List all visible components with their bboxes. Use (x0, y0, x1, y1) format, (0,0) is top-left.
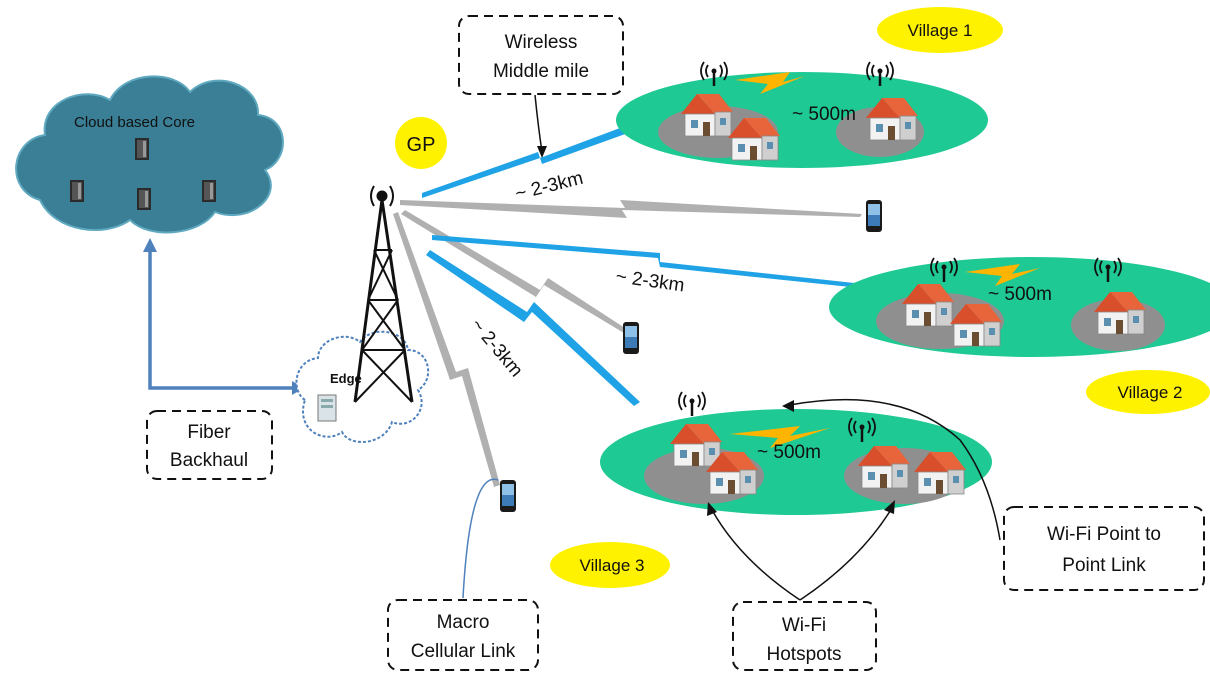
callout-macro-cellular-link: Macro Cellular Link (387, 599, 539, 671)
edge-label: Edge (330, 371, 362, 386)
fiber-backhaul-link (143, 238, 304, 395)
antenna-icon (677, 390, 707, 418)
gp-label: GP (407, 134, 436, 156)
phone-icon (866, 200, 882, 232)
village-distance: ~ 500m (757, 442, 821, 463)
callout-line: Wi-Fi (782, 615, 826, 636)
village-1: ~ 500m Village 1 (616, 7, 1003, 168)
callout-line: Wireless (505, 32, 578, 53)
village-label: Village 2 (1118, 383, 1183, 402)
village-3: ~ 500m Village 3 (550, 390, 992, 588)
callout-line: Hotspots (767, 644, 842, 665)
blue-link-village2 (432, 235, 900, 292)
village-label: Village 1 (908, 21, 973, 40)
callout-line: Wi-Fi Point to (1047, 524, 1161, 545)
server-icon (202, 180, 216, 202)
callout-fiber-backhaul: Fiber Backhaul (146, 410, 273, 480)
gray-link-phone3 (393, 212, 500, 487)
callout-wifi-p2p-link: Wi-Fi Point to Point Link (1003, 506, 1205, 591)
server-icon (137, 188, 151, 210)
cell-tower (353, 185, 414, 403)
callout-line: Middle mile (493, 61, 589, 82)
distance-label: ~ 2-3km (466, 315, 527, 381)
callout-wifi-hotspots: Wi-Fi Hotspots (732, 601, 877, 671)
callout-line: Macro (437, 612, 490, 633)
pointer-arrows (462, 94, 1001, 601)
cloud-core: Cloud based Core (15, 75, 284, 234)
distance-label: ~ 2-3km (614, 266, 685, 296)
callout-line: Backhaul (170, 450, 248, 471)
village-distance: ~ 500m (792, 104, 856, 125)
blue-link-village3 (426, 250, 640, 406)
distance-label: ~ 2-3km (513, 168, 585, 205)
callout-line: Point Link (1062, 555, 1146, 576)
server-icon (317, 394, 337, 422)
callout-line: Cellular Link (411, 641, 516, 662)
callout-wireless-middle-mile: Wireless Middle mile (458, 15, 624, 95)
village-2: ~ 500m Village 2 (829, 256, 1210, 414)
server-icon (70, 180, 84, 202)
wifi-p2p-link (735, 72, 805, 94)
phone-icon (500, 480, 516, 512)
blue-link-village1 (422, 125, 628, 198)
cloud-label: Cloud based Core (74, 114, 195, 131)
wifi-p2p-link (965, 264, 1040, 286)
village-distance: ~ 500m (988, 284, 1052, 305)
gp-node: GP (395, 117, 447, 169)
gray-link-phone2 (401, 210, 628, 333)
village-label: Village 3 (580, 556, 645, 575)
gray-link-phone1 (400, 200, 862, 218)
server-icon (135, 138, 149, 160)
wifi-p2p-link (730, 426, 830, 448)
phone-icon (623, 322, 639, 354)
callout-line: Fiber (187, 422, 231, 443)
